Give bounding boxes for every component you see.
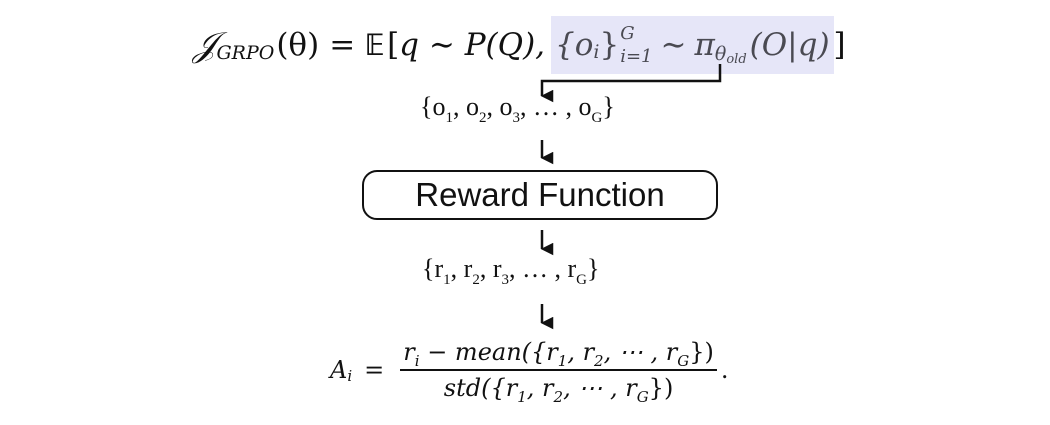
question-sampling: q ∼ P(Q), — [399, 27, 546, 63]
objective-equals: = — [329, 27, 356, 63]
output-sampling-highlight: {o i } G i=1 ∼ π θold (O|q) — [551, 16, 834, 74]
advantage-fraction: ri − mean({r1, r2, ⋯ , rG}) std({r1, r2,… — [400, 338, 717, 406]
close-bracket: ] — [833, 27, 846, 63]
reward-function-label: Reward Function — [415, 176, 665, 213]
objective-argument: (θ) — [276, 27, 320, 63]
output-set-upper: G — [620, 23, 635, 44]
objective-subscript: GRPO — [216, 42, 275, 64]
output-set-index: i — [593, 41, 600, 63]
rewards-set: {r1, r2, r3, … , rG} — [422, 254, 600, 288]
advantage-symbol: A — [330, 356, 348, 384]
outputs-set: {o1, o2, o3, … , oG} — [420, 92, 615, 126]
output-set-open: {o — [555, 27, 594, 63]
sampling-tilde: ∼ — [660, 27, 687, 63]
grpo-objective-formula: 𝒥 GRPO (θ) = 𝔼 [ q ∼ P(Q), {o i } G i=1 … — [193, 14, 846, 76]
policy-subscript-old: old — [726, 52, 747, 67]
output-set-notation: {o i } G i=1 — [555, 23, 653, 67]
policy-symbol: π — [694, 27, 715, 63]
reward-function-box: Reward Function — [362, 170, 718, 220]
advantage-subscript: i — [347, 367, 353, 385]
advantage-formula: A i = ri − mean({r1, r2, ⋯ , rG}) std({r… — [330, 330, 728, 410]
advantage-equals: = — [364, 356, 385, 384]
output-set-lower: i=1 — [620, 46, 653, 67]
advantage-denominator: std({r1, r2, ⋯ , rG}) — [443, 374, 674, 406]
advantage-period: . — [720, 356, 729, 384]
output-set-limits: G i=1 — [620, 23, 653, 67]
objective-symbol: 𝒥 — [193, 25, 217, 65]
expectation-symbol: 𝔼 — [365, 28, 386, 62]
policy-subscript: θold — [714, 43, 747, 67]
output-set-close: } — [599, 27, 620, 63]
open-bracket: [ — [387, 27, 400, 63]
policy-argument: (O|q) — [749, 27, 830, 63]
advantage-numerator: ri − mean({r1, r2, ⋯ , rG}) — [400, 338, 717, 371]
